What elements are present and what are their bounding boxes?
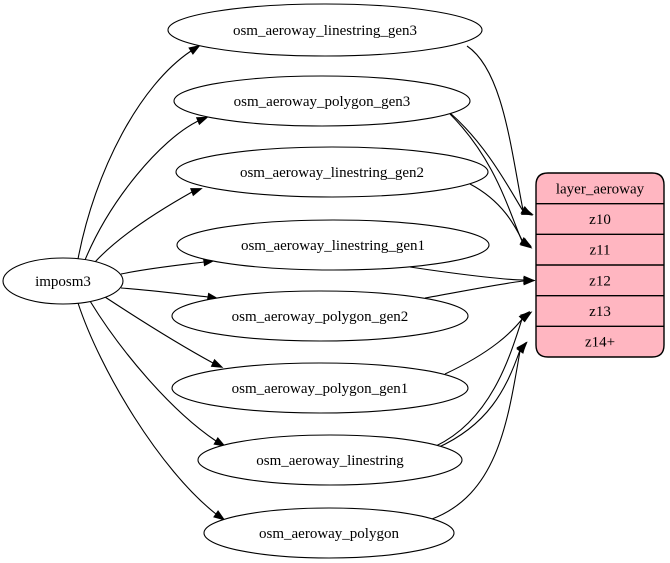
table-node-osm_aeroway_linestring_gen1 [176, 219, 490, 271]
node-label-osm_aeroway_linestring: osm_aeroway_linestring [256, 453, 404, 469]
edge-osm_aeroway_polygon->layer_aeroway.z14+ [431, 350, 521, 520]
node-label-osm_aeroway_polygon_gen3: osm_aeroway_polygon_gen3 [234, 94, 411, 110]
node-label-osm_aeroway_polygon: osm_aeroway_polygon [259, 526, 399, 542]
arrowhead [518, 310, 531, 323]
node-label-osm_aeroway_linestring_gen3: osm_aeroway_linestring_gen3 [233, 23, 417, 39]
edge-imposm3->osm_aeroway_linestring_gen1 [120, 261, 205, 275]
edge-osm_aeroway_linestring->layer_aeroway.z13 [435, 318, 523, 447]
edge-osm_aeroway_linestring_gen3->layer_aeroway.z10 [466, 45, 524, 211]
table-node-osm_aeroway_linestring_gen2 [175, 146, 489, 198]
edge-osm_aeroway_linestring->layer_aeroway.z14+ [436, 349, 521, 449]
layer-row-z10: z10 [589, 212, 611, 228]
arrowhead [213, 510, 226, 521]
table-node-osm_aeroway_polygon_gen2 [171, 290, 469, 342]
arrowhead [523, 276, 536, 286]
table-node-osm_aeroway_linestring_gen3 [167, 3, 483, 57]
table-node-osm_aeroway_polygon [203, 507, 455, 559]
edge-imposm3->osm_aeroway_polygon_gen1 [104, 296, 214, 364]
arrowhead [188, 44, 201, 55]
edge-osm_aeroway_polygon_gen1->layer_aeroway.z13 [444, 317, 524, 375]
edge-imposm3->osm_aeroway_polygon_gen2 [120, 287, 209, 298]
node-label-imposm3: imposm3 [35, 274, 91, 290]
edge-imposm3->osm_aeroway_linestring_gen2 [94, 191, 193, 263]
node-label-osm_aeroway_linestring_gen1: osm_aeroway_linestring_gen1 [241, 238, 425, 254]
source-node-imposm3 [2, 257, 124, 305]
arrowhead [195, 116, 209, 126]
edge-imposm3->osm_aeroway_polygon [77, 302, 217, 515]
node-label-osm_aeroway_polygon_gen1: osm_aeroway_polygon_gen1 [232, 381, 409, 397]
layer-row-z12: z12 [589, 273, 611, 289]
arrowhead [520, 238, 533, 249]
node-label-osm_aeroway_linestring_gen2: osm_aeroway_linestring_gen2 [240, 165, 424, 181]
arrowhead [213, 437, 226, 447]
table-node-osm_aeroway_polygon_gen3 [173, 75, 471, 127]
arrowhead [521, 206, 534, 215]
layer-row-z11: z11 [589, 243, 610, 259]
node-label-osm_aeroway_polygon_gen2: osm_aeroway_polygon_gen2 [232, 309, 409, 325]
edge-osm_aeroway_polygon_gen3->layer_aeroway.z10 [448, 111, 524, 212]
edge-osm_aeroway_polygon_gen3->layer_aeroway.z11 [449, 113, 523, 242]
table-node-osm_aeroway_linestring [197, 434, 463, 486]
edge-imposm3->osm_aeroway_linestring_gen3 [77, 50, 192, 260]
edge-imposm3->osm_aeroway_linestring [89, 300, 217, 442]
layer-title: layer_aeroway [556, 181, 645, 197]
edge-osm_aeroway_linestring_gen1->layer_aeroway.z12 [409, 266, 525, 281]
layer-row-z14+: z14+ [585, 335, 615, 351]
edge-osm_aeroway_linestring_gen2->layer_aeroway.z11 [469, 183, 524, 243]
arrowhead [190, 188, 203, 197]
arrowhead [516, 341, 527, 354]
edge-osm_aeroway_polygon_gen2->layer_aeroway.z12 [424, 280, 525, 299]
arrowhead [210, 358, 224, 368]
edge-imposm3->osm_aeroway_polygon_gen3 [84, 120, 199, 261]
layer-row-z13: z13 [589, 304, 611, 320]
table-node-osm_aeroway_polygon_gen1 [171, 362, 469, 414]
